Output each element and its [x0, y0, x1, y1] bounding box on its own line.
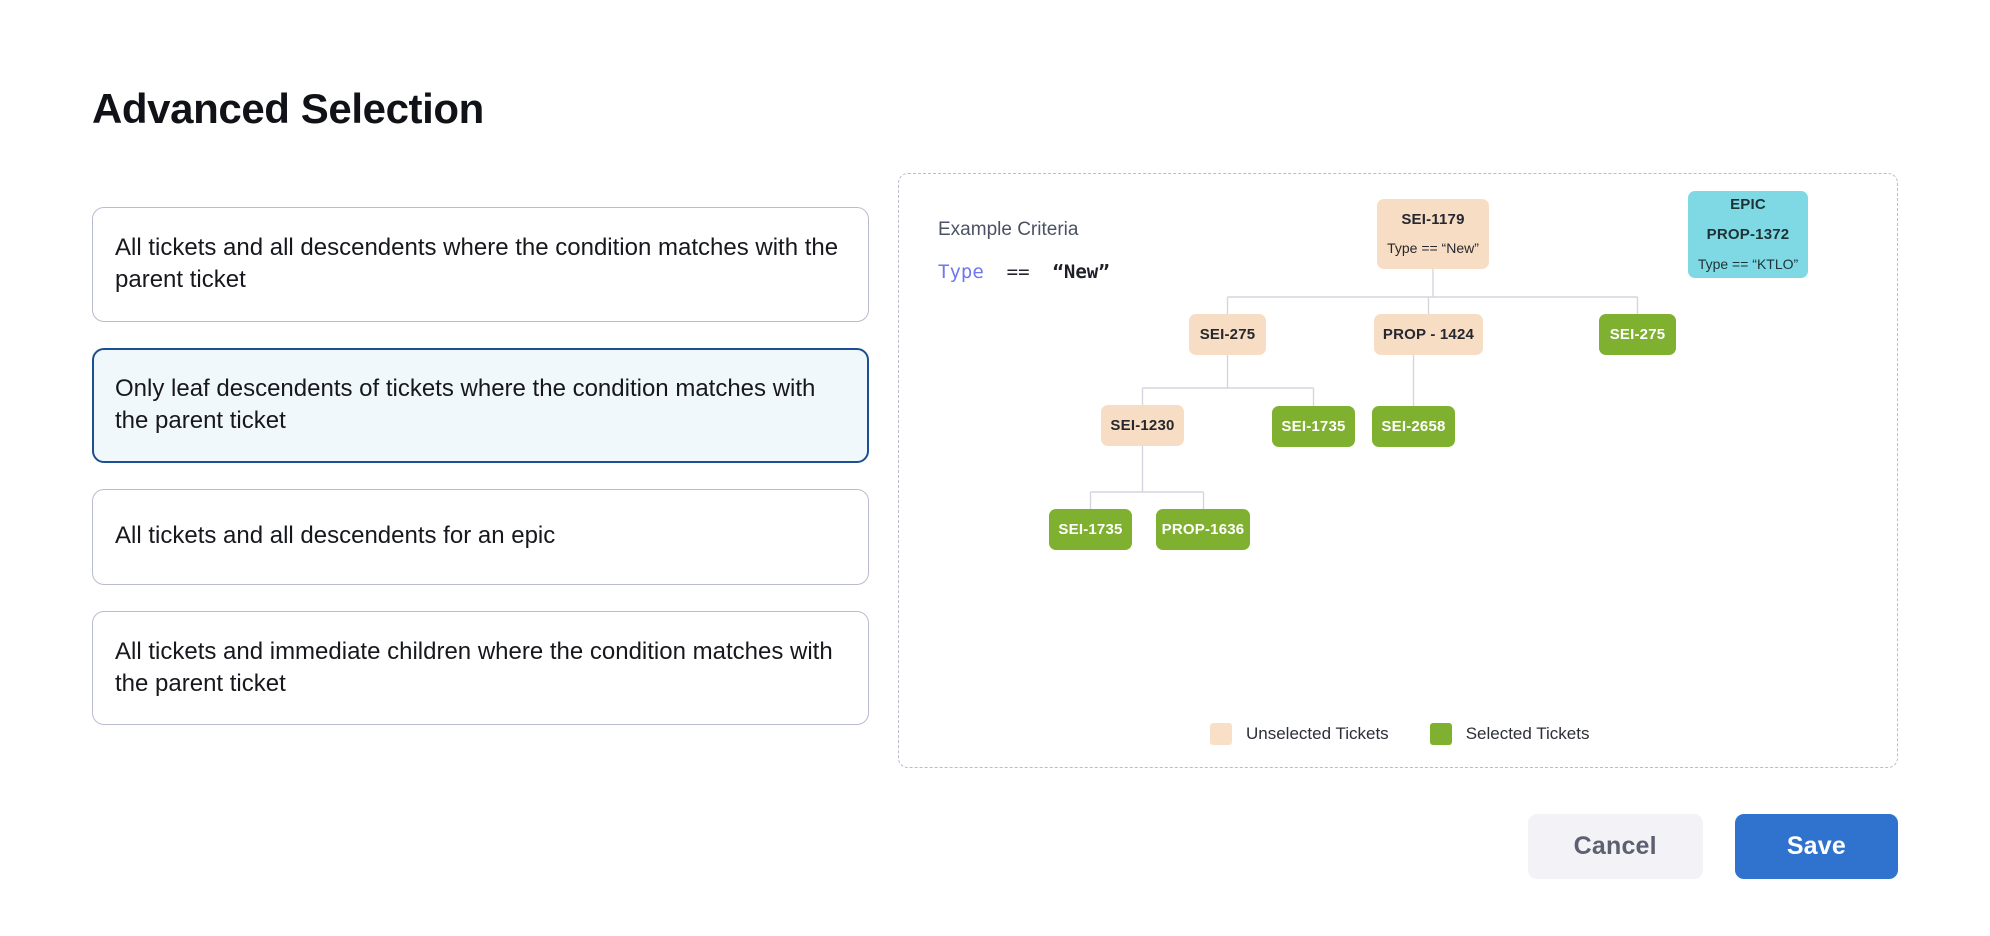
legend-label: Selected Tickets — [1465, 724, 1590, 743]
ticket-node-title: SEI-1735 — [1281, 417, 1346, 435]
ticket-node-sei-1735-b[interactable]: SEI-1735 — [1049, 509, 1132, 550]
ticket-node-sei-275-b[interactable]: SEI-275 — [1599, 314, 1676, 355]
ticket-node-sei-2658[interactable]: SEI-2658 — [1372, 406, 1455, 447]
option-label: All tickets and immediate children where… — [115, 637, 833, 697]
ticket-node-title: SEI-2658 — [1381, 417, 1446, 435]
criteria-operator-token: == — [1006, 261, 1030, 283]
preview-panel: Example Criteria Type == “New” — [898, 173, 1898, 768]
ticket-node-title: SEI-1230 — [1110, 416, 1175, 434]
cancel-button[interactable]: Cancel — [1527, 814, 1703, 879]
example-criteria: Example Criteria Type == “New” — [938, 219, 1110, 283]
ticket-hierarchy-diagram: SEI-1179 Type == “New” EPIC PROP-1372 Ty… — [899, 174, 1899, 769]
ticket-node-sei-1735-a[interactable]: SEI-1735 — [1272, 406, 1355, 447]
option-label: All tickets and all descendents where th… — [115, 234, 839, 294]
diagram-legend: Unselected Tickets Selected Tickets — [1210, 723, 1589, 745]
ticket-node-title: SEI-275 — [1199, 325, 1256, 343]
save-button[interactable]: Save — [1734, 814, 1898, 879]
criteria-value-token: “New” — [1052, 261, 1110, 283]
ticket-node-title: PROP - 1424 — [1382, 325, 1475, 343]
ticket-node-title: SEI-1735 — [1058, 520, 1123, 538]
criteria-field-token: Type — [938, 261, 984, 283]
ticket-node-sei-1230[interactable]: SEI-1230 — [1101, 405, 1184, 446]
example-criteria-expression: Type == “New” — [938, 261, 1110, 283]
ticket-node-subtitle: Type == “New” — [1387, 240, 1479, 257]
option-card-all-descendents-epic[interactable]: All tickets and all descendents for an e… — [92, 488, 869, 585]
page-title: Advanced Selection — [92, 85, 484, 133]
legend-item-unselected: Unselected Tickets — [1210, 723, 1389, 745]
ticket-node-title: EPIC — [1730, 196, 1766, 214]
option-card-immediate-children-condition[interactable]: All tickets and immediate children where… — [92, 610, 869, 726]
dialog-footer: Cancel Save — [1527, 814, 1898, 879]
ticket-node-subtitle: Type == “KTLO” — [1697, 256, 1799, 273]
ticket-node-sei-1179[interactable]: SEI-1179 Type == “New” — [1377, 199, 1489, 269]
ticket-node-title: SEI-275 — [1609, 325, 1666, 343]
legend-item-selected: Selected Tickets — [1429, 723, 1590, 745]
option-label: All tickets and all descendents for an e… — [115, 522, 556, 550]
selection-options-list: All tickets and all descendents where th… — [92, 207, 869, 726]
option-card-all-descendents-condition[interactable]: All tickets and all descendents where th… — [92, 207, 869, 322]
ticket-node-sei-275-a[interactable]: SEI-275 — [1189, 314, 1266, 355]
ticket-node-prop-1636[interactable]: PROP-1636 — [1156, 509, 1250, 550]
legend-swatch-unselected-icon — [1210, 723, 1232, 745]
legend-swatch-selected-icon — [1429, 723, 1452, 745]
example-criteria-title: Example Criteria — [938, 219, 1079, 240]
ticket-node-prop-1372-epic[interactable]: EPIC PROP-1372 Type == “KTLO” — [1688, 191, 1808, 278]
legend-label: Unselected Tickets — [1246, 724, 1389, 743]
ticket-node-title: PROP-1636 — [1161, 520, 1245, 538]
option-card-leaf-descendents-condition[interactable]: Only leaf descendents of tickets where t… — [92, 347, 869, 463]
ticket-node-prop-1424[interactable]: PROP - 1424 — [1374, 314, 1483, 355]
ticket-node-title: SEI-1179 — [1401, 211, 1465, 229]
option-label: Only leaf descendents of tickets where t… — [115, 374, 816, 435]
ticket-node-key: PROP-1372 — [1706, 226, 1790, 244]
